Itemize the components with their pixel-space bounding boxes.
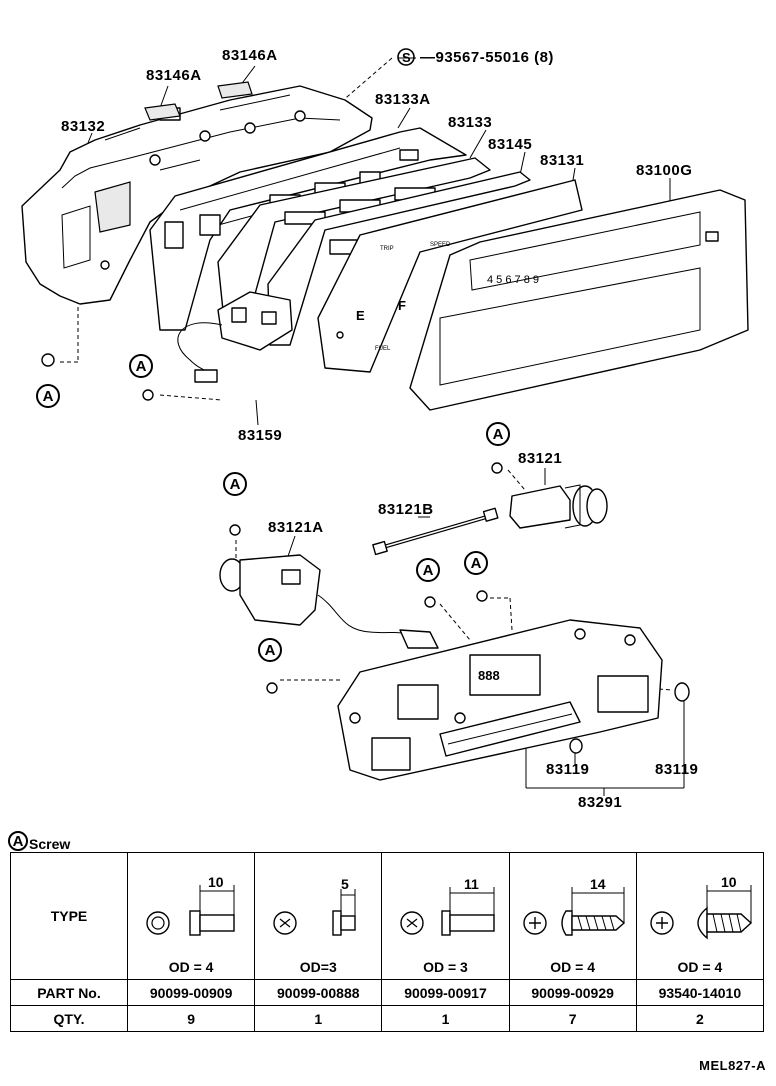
part-number-cell: 90099-00909: [126, 979, 256, 1006]
panel-text-e: E: [356, 308, 365, 323]
board-digits: 888: [478, 668, 500, 683]
od-label: OD = 4: [168, 959, 214, 975]
screw-marker-a: A: [423, 562, 434, 579]
pan-tapping-screw-icon: 14: [522, 876, 625, 936]
round-tapping-screw-icon: 10: [650, 874, 752, 940]
long-bolt-icon: 11: [400, 876, 496, 936]
screw-markers: A A A A A A A S: [36, 48, 510, 694]
panel-text-f: F: [398, 298, 406, 313]
exploded-parts-diagram: TRIP SPEED E F FUEL 4 5 6 7 8 9 A A A A …: [21, 47, 749, 811]
part-number-header: PART No.: [10, 979, 128, 1006]
quantity-header: QTY.: [10, 1005, 128, 1032]
callout-83145: 83145: [488, 136, 532, 153]
screw-marker-a: A: [265, 642, 276, 659]
screw-marker-a: A: [43, 388, 54, 405]
plates-83146A: [144, 81, 253, 121]
quantity-cell: 1: [381, 1005, 510, 1032]
callout-83119-right: 83119: [655, 761, 698, 778]
callout-83133A: 83133A: [375, 91, 431, 108]
type-cell-3: 11 OD = 3: [381, 852, 510, 980]
screw-marker-a: A: [136, 358, 147, 375]
callout-83121: 83121: [518, 450, 562, 467]
dim-label: 11: [464, 876, 479, 892]
quantity-cell: 2: [635, 1005, 765, 1032]
callout-83146A: 83146A: [146, 67, 202, 84]
callout-83100G: 83100G: [636, 162, 692, 179]
part-number-cell: 90099-00888: [254, 979, 383, 1006]
od-label: OD = 4: [550, 959, 596, 975]
panel-text-trip: TRIP: [380, 246, 394, 252]
quantity-cell: 1: [254, 1005, 383, 1032]
callout-83291: 83291: [578, 794, 622, 811]
panel-text-speed: SPEED: [430, 242, 451, 248]
dim-label: 10: [208, 874, 224, 890]
circuit-plate-83133A: [149, 127, 467, 331]
part-number-cell: 90099-00929: [508, 979, 637, 1006]
quantity-cell: 9: [126, 1005, 256, 1032]
switch-83159: [177, 291, 293, 383]
screw-marker-a: A: [493, 426, 504, 443]
short-bolt-icon: 5: [273, 876, 356, 936]
callout-83159: 83159: [238, 427, 282, 444]
part-number-cell: 93540-14010: [635, 979, 765, 1006]
callout-83121B: 83121B: [378, 501, 434, 518]
dial-face-83131: TRIP SPEED E F FUEL: [317, 179, 583, 373]
callout-83133: 83133: [448, 114, 492, 131]
dim-label: 10: [721, 874, 737, 890]
quantity-row: QTY. 9 1 1 7 2: [10, 1005, 765, 1032]
od-label: OD=3: [299, 959, 337, 975]
type-cell-2: 5 OD=3: [254, 852, 383, 980]
callout-labels: 83146A 83146A 83132 —93567-55016 (8) 831…: [61, 47, 698, 811]
type-header: TYPE: [10, 852, 128, 980]
screw-table: TYPE 10 OD = 4 5 OD=3: [10, 852, 765, 1032]
dim-label: 14: [590, 876, 606, 892]
circuit-board-83291: 888: [337, 619, 663, 781]
callout-83146A-top: 83146A: [222, 47, 278, 64]
panel-text-digits: 4 5 6 7 8 9: [487, 274, 539, 286]
screw-legend-label: Screw: [29, 836, 71, 852]
bulbs-83119: [569, 682, 690, 754]
callout-83132: 83132: [61, 118, 105, 135]
type-cell-1: 10 OD = 4: [126, 852, 256, 980]
rear-housing-83132: [21, 85, 373, 305]
type-cell-4: 14 OD = 4: [508, 852, 637, 980]
callout-83119-left: 83119: [546, 761, 589, 778]
part-number-cell: 90099-00917: [381, 979, 510, 1006]
callout-83121A: 83121A: [268, 519, 324, 536]
od-label: OD = 4: [677, 959, 723, 975]
screw-symbol: A: [8, 831, 28, 851]
screw-ref-symbol: S: [402, 50, 411, 65]
type-cell-5: 10 OD = 4: [635, 852, 765, 980]
motor-83121A: [219, 554, 439, 649]
screw-marker-a: A: [471, 555, 482, 572]
callout-screw-ref: —93567-55016 (8): [420, 49, 554, 66]
od-label: OD = 3: [423, 959, 468, 975]
meter-glass-83100G: 4 5 6 7 8 9: [409, 189, 749, 411]
panel-text-fuel: FUEL: [375, 346, 391, 352]
part-number-row: PART No. 90099-00909 90099-00888 90099-0…: [10, 979, 765, 1006]
flange-bolt-icon: 10: [146, 874, 235, 936]
speed-sensor-83121: [509, 484, 608, 529]
screw-marker-a: A: [230, 476, 241, 493]
callout-83131: 83131: [540, 152, 584, 169]
cable-83121B: [372, 507, 499, 556]
drawing-code: MEL827-A: [699, 1058, 766, 1073]
dim-label: 5: [341, 876, 349, 892]
quantity-cell: 7: [508, 1005, 637, 1032]
type-row: TYPE 10 OD = 4 5 OD=3: [10, 852, 765, 980]
screw-legend-title: A Screw: [8, 830, 70, 852]
